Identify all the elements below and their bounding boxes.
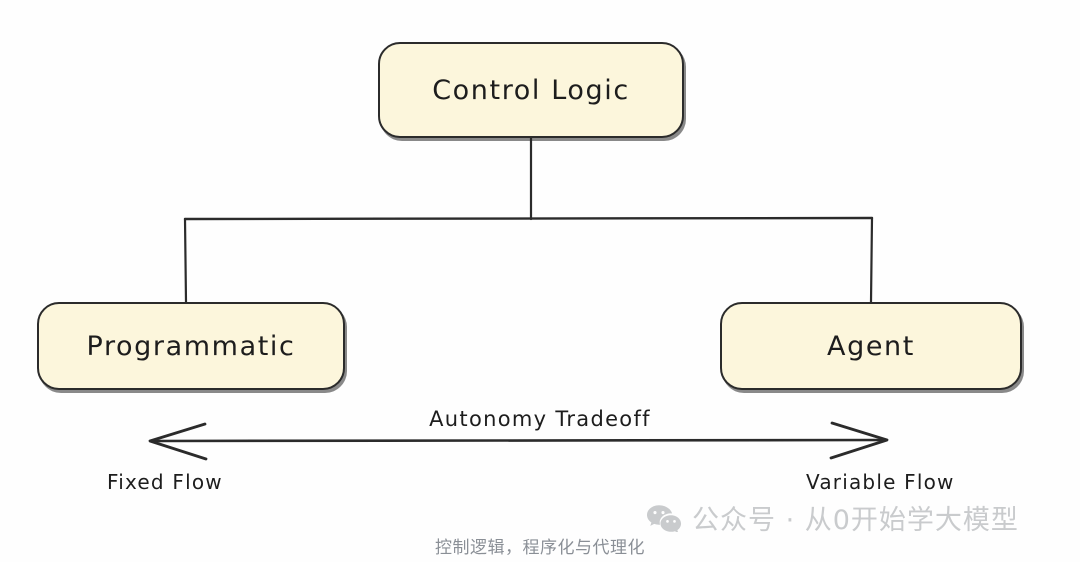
tradeoff-arrow-line bbox=[150, 438, 886, 443]
node-programmatic[interactable]: Programmatic bbox=[37, 302, 345, 390]
edge-bus-to-agent bbox=[869, 216, 874, 304]
node-programmatic-label: Programmatic bbox=[86, 330, 296, 362]
axis-label-fixed-flow: Fixed Flow bbox=[107, 470, 223, 494]
watermark-text: 公众号 · 从0开始学大模型 bbox=[692, 505, 1019, 536]
edge-horizontal-bus bbox=[183, 216, 874, 221]
node-control-logic-label: Control Logic bbox=[432, 74, 630, 106]
edge-bus-to-programmatic bbox=[183, 217, 188, 304]
wechat-icon bbox=[647, 504, 682, 532]
axis-label-autonomy-tradeoff: Autonomy Tradeoff bbox=[429, 407, 651, 431]
watermark: 公众号 · 从0开始学大模型 bbox=[646, 498, 1019, 537]
node-control-logic[interactable]: Control Logic bbox=[378, 42, 684, 138]
caption-text: 控制逻辑，程序化与代理化 bbox=[435, 538, 645, 558]
node-agent-label: Agent bbox=[827, 330, 915, 362]
axis-label-variable-flow: Variable Flow bbox=[806, 470, 955, 494]
node-agent[interactable]: Agent bbox=[720, 302, 1022, 390]
